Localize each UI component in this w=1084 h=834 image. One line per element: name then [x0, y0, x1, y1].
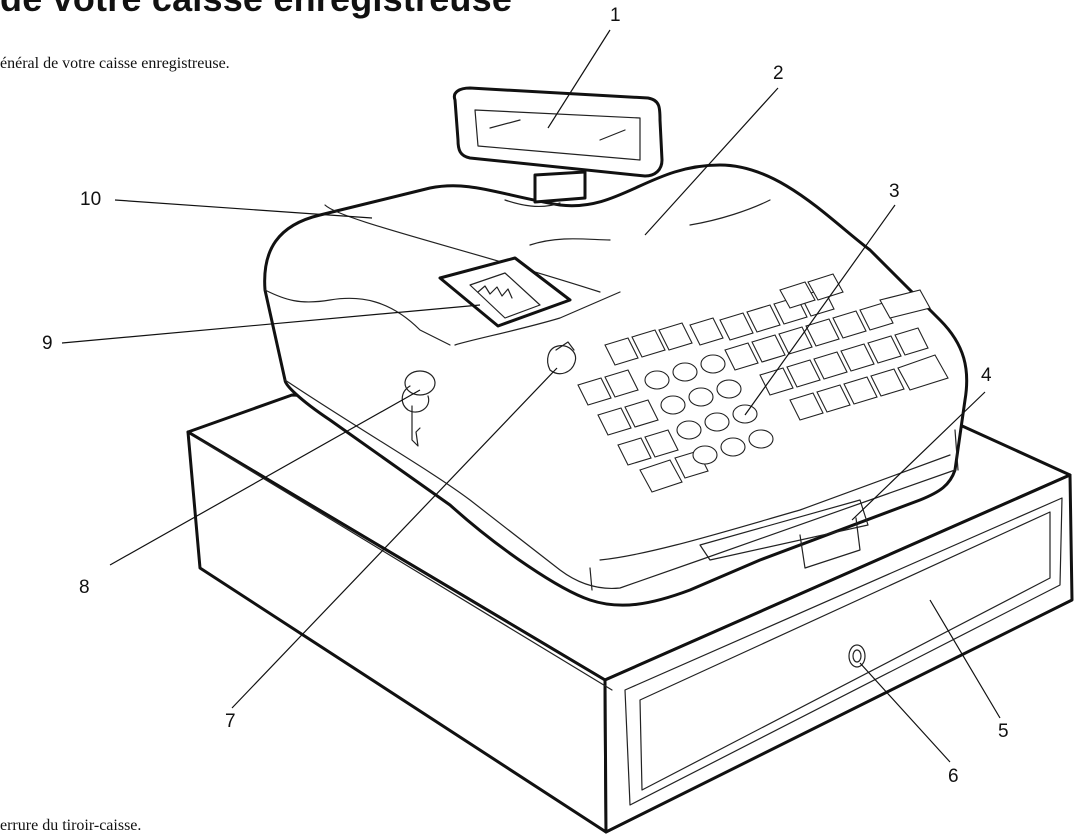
callout-2: 2: [773, 63, 784, 84]
front-bezel: [284, 379, 956, 590]
leader-7: [231, 367, 558, 709]
callout-1: 1: [610, 5, 621, 26]
leader-1: [547, 29, 611, 129]
callout-10: 10: [80, 189, 102, 210]
callout-7: 7: [225, 711, 236, 732]
intro-text: énéral de votre caisse enregistreuse.: [0, 55, 230, 72]
leader-3: [744, 204, 896, 416]
leader-2: [644, 87, 779, 236]
callout-4: 4: [981, 365, 992, 386]
leader-10: [114, 199, 373, 219]
footnote-text: errure du tiroir-caisse.: [0, 817, 142, 834]
section-heading: de votre caisse enregistreuse: [0, 0, 512, 20]
callout-6: 6: [948, 766, 959, 787]
callout-9: 9: [42, 333, 53, 354]
front-slot: [699, 499, 869, 561]
drawer-lock: [848, 644, 866, 668]
leader-8: [109, 389, 421, 566]
printer-window: [438, 256, 572, 328]
keyboard: [577, 273, 949, 493]
leader-lines: [61, 29, 1001, 763]
drawer-key: [401, 370, 436, 447]
drawer-front: [603, 473, 1074, 834]
leader-9: [61, 304, 481, 344]
display-pole: [533, 170, 587, 204]
register-body: [263, 86, 969, 607]
leader-6: [859, 662, 951, 763]
leader-4: [851, 391, 986, 521]
callout-8: 8: [79, 577, 90, 598]
leader-5: [929, 599, 1001, 719]
mode-key: [547, 345, 577, 375]
customer-display: [452, 86, 664, 178]
drawer-front-panel: [624, 497, 1063, 806]
callout-3: 3: [889, 181, 900, 202]
callout-5: 5: [998, 721, 1009, 742]
